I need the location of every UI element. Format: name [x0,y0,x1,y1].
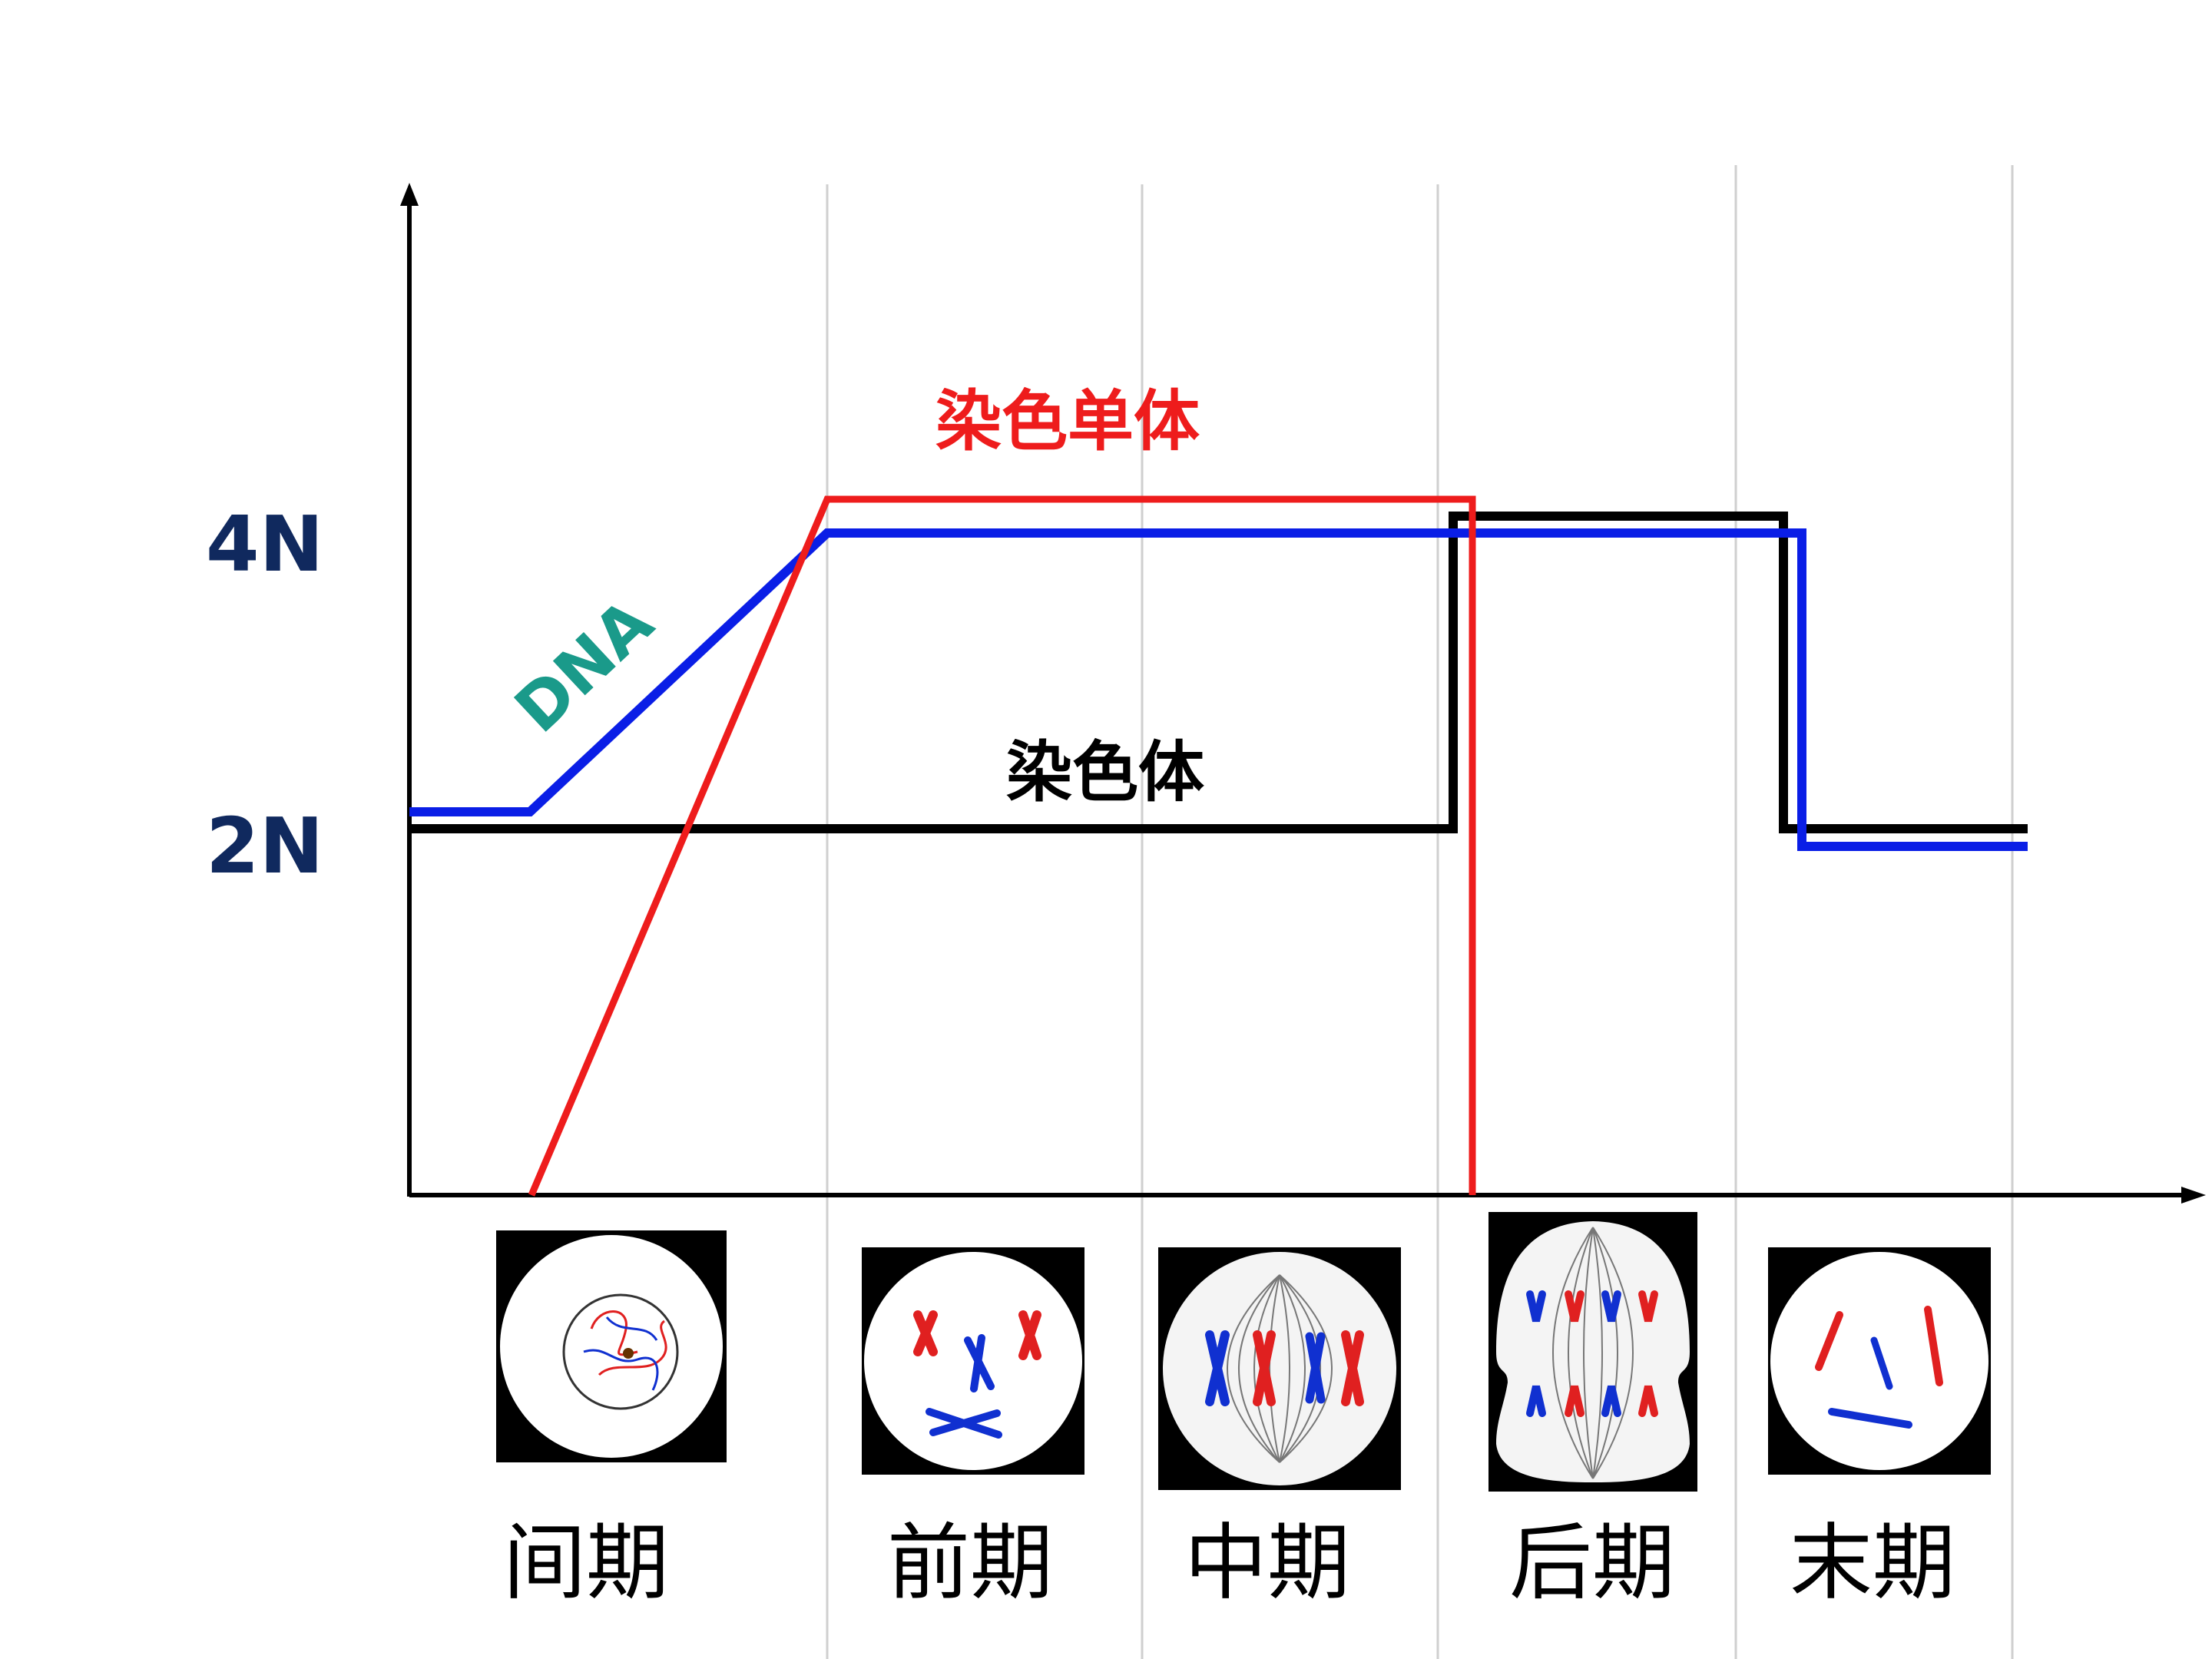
interphase-cell-icon [496,1230,727,1462]
telophase-cell-icon [1768,1247,1991,1475]
chromatid-line [528,495,1476,1197]
dna-line [409,528,2028,851]
axes [400,183,2206,1204]
phase-label-interphase: 间期 [503,1515,669,1611]
x-axis-arrow [2181,1187,2206,1204]
tick-4n: 4N [206,499,323,589]
metaphase-cell-icon [1158,1247,1401,1490]
grid-lines [826,165,2014,1659]
chromatid-label: 染色单体 [935,383,1200,460]
chromosome-label: 染色体 [1006,734,1204,811]
phase-label-prophase: 前期 [887,1515,1053,1611]
dna-label: DNA [501,584,667,747]
prophase-cell-icon [862,1247,1084,1475]
y-axis-arrow [400,183,419,206]
phase-label-telophase: 末期 [1790,1515,1955,1611]
phase-label-anaphase: 后期 [1509,1515,1675,1611]
anaphase-cell-icon [1488,1212,1697,1492]
phase-label-metaphase: 中期 [1184,1515,1350,1611]
chromosome-line [409,512,2028,833]
tick-2n: 2N [206,801,323,891]
